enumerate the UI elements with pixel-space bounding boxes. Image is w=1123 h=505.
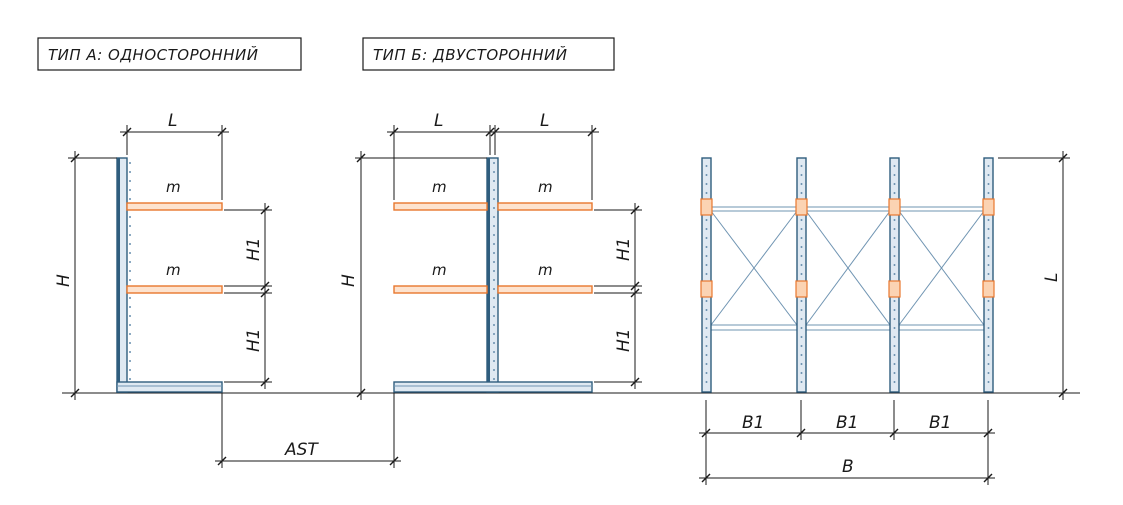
type-a-arm-lower [126, 285, 223, 294]
title-type-b-text: ТИП Б: ДВУСТОРОННИЙ [373, 45, 568, 64]
type-b-length-label-left: L [434, 111, 443, 131]
title-type-b: ТИП Б: ДВУСТОРОННИЙ [362, 37, 615, 71]
type-a-level-label-lower: H1 [244, 328, 264, 352]
type-b-arm-left-lower [393, 285, 488, 294]
type-b-load-label-left-lower: m [432, 261, 447, 279]
type-a-height-label: H [54, 274, 74, 287]
type-b-length-label-right: L [540, 111, 549, 131]
type-a-arm-upper [126, 202, 223, 211]
type-b-arm-right-upper [497, 202, 593, 211]
type-a-length-label: L [168, 111, 177, 131]
front-bay-label-1: B1 [742, 413, 764, 433]
front-length-label: L [1042, 273, 1062, 282]
type-b-level-label-lower: H1 [614, 328, 634, 352]
rack-type-b: m m m m L L H H1 H1 [339, 111, 642, 400]
front-bay-label-2: B1 [836, 413, 858, 433]
type-b-arm-left-upper [393, 202, 488, 211]
type-a-base [116, 381, 223, 393]
rack-type-a: m m L H H1 H1 [54, 111, 272, 400]
type-a-level-label-upper: H1 [244, 237, 264, 261]
front-total-width-label: B [842, 457, 854, 477]
front-bay-label-3: B1 [929, 413, 951, 433]
title-type-a-text: ТИП А: ОДНОСТОРОННИЙ [48, 45, 258, 64]
type-b-level-label-upper: H1 [614, 237, 634, 261]
type-a-load-label-lower: m [166, 261, 181, 279]
type-b-height-label: H [339, 274, 359, 287]
rack-front-view: L B1 B1 B1 B [699, 151, 1070, 485]
type-b-load-label-right-upper: m [538, 178, 553, 196]
type-a-load-label-upper: m [166, 178, 181, 196]
type-b-arm-right-lower [497, 285, 593, 294]
type-b-load-label-right-lower: m [538, 261, 553, 279]
type-b-load-label-left-upper: m [432, 178, 447, 196]
aisle-dimension: AST [215, 393, 401, 468]
aisle-width-label: AST [284, 440, 319, 460]
type-b-base [393, 381, 593, 393]
title-type-a: ТИП А: ОДНОСТОРОННИЙ [37, 37, 302, 71]
